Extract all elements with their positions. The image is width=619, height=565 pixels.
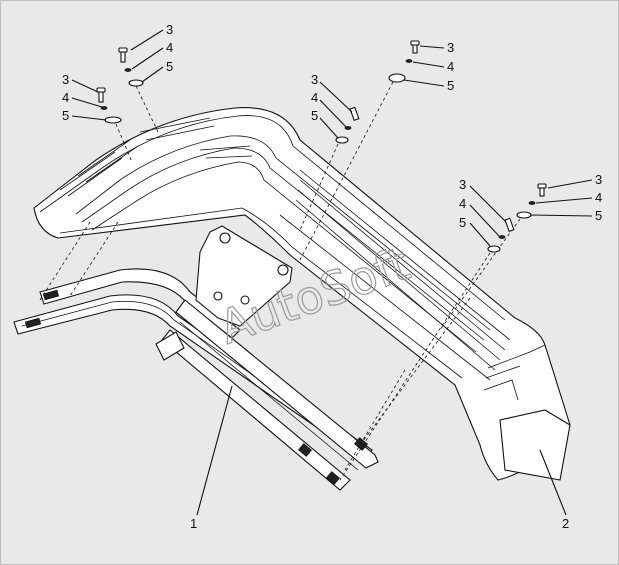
pivot-stub [155, 331, 185, 361]
callout-2-fender: 2 [562, 516, 569, 531]
plate-hole-top [219, 232, 231, 244]
callout-labels: 3 4 5 3 4 5 3 4 5 3 4 5 3 4 5 3 4 5 1 2 [62, 22, 602, 531]
callout-4-mid-center: 4 [311, 90, 318, 105]
mounting-plate [195, 225, 293, 327]
plate-hole-lower [240, 295, 250, 305]
fastener-group-right-inner [339, 217, 515, 481]
callout-5-top-center: 5 [166, 59, 173, 74]
callout-3-mid-center: 3 [311, 72, 318, 87]
callout-5-right: 5 [595, 208, 602, 223]
callout-3-right-inner: 3 [459, 177, 466, 192]
fender-part [33, 107, 571, 481]
fastener-group-mid-center [299, 106, 360, 231]
callout-1-bracket: 1 [190, 516, 197, 531]
bracket-part [13, 225, 379, 491]
callout-5-right-inner: 5 [459, 215, 466, 230]
mud-flap [499, 409, 571, 481]
fastener-group-right [439, 183, 547, 331]
callout-4-right-inner: 4 [459, 196, 466, 211]
plate-hole-right [277, 264, 289, 276]
callout-3-top-right: 3 [447, 40, 454, 55]
callout-4-top-left: 4 [62, 90, 69, 105]
callout-4-top-center: 4 [166, 40, 173, 55]
callout-5-top-right: 5 [447, 78, 454, 93]
callout-4-right: 4 [595, 190, 602, 205]
callout-3-top-center: 3 [166, 22, 173, 37]
callout-5-mid-center: 5 [311, 108, 318, 123]
callout-4-top-right: 4 [447, 59, 454, 74]
fastener-group-top-right [299, 40, 420, 261]
callout-3-right: 3 [595, 172, 602, 187]
fasteners [39, 40, 547, 481]
callout-5-top-left: 5 [62, 108, 69, 123]
leader-lines [71, 29, 593, 516]
fender-vent-slots [59, 117, 253, 197]
plate-hole-mid [213, 291, 223, 301]
callout-3-top-left: 3 [62, 72, 69, 87]
fastener-group-top-center [118, 47, 159, 133]
